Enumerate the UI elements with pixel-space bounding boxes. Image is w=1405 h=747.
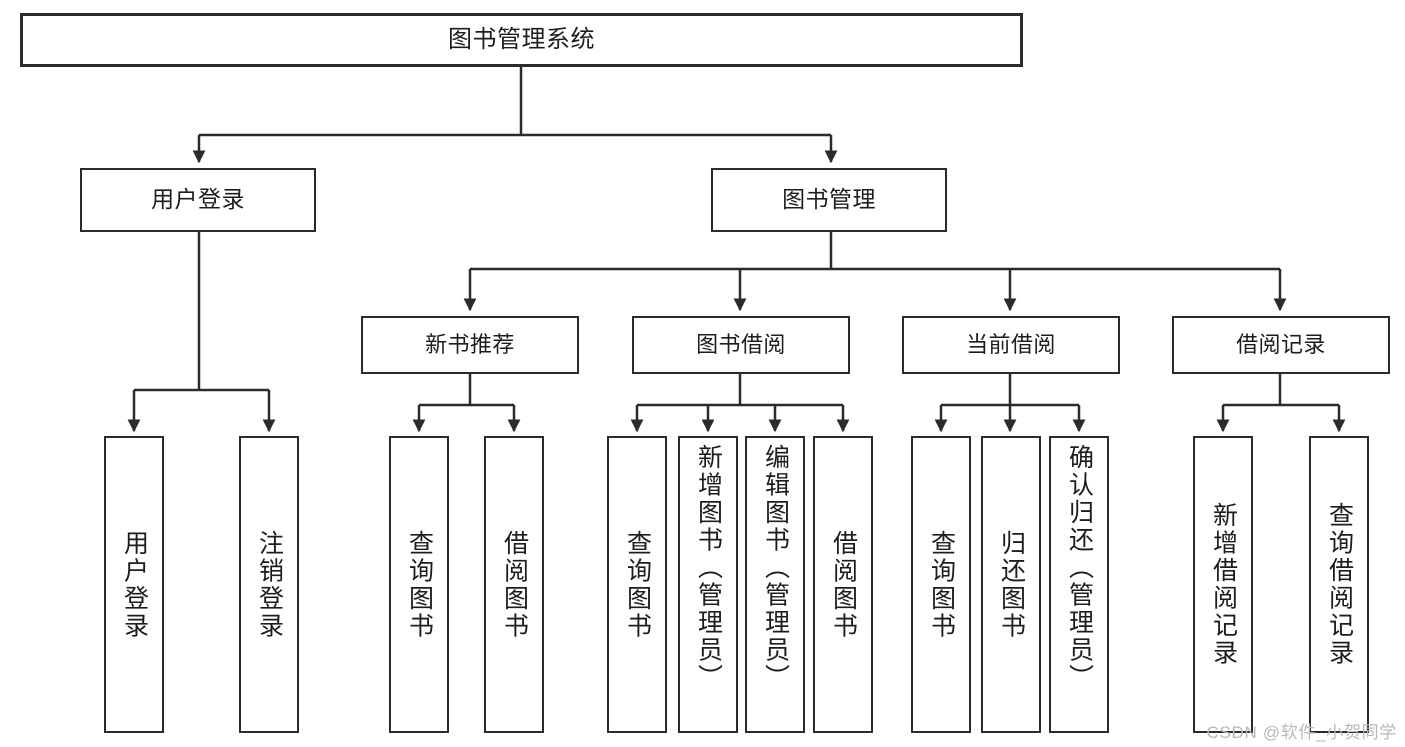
node-book-management[interactable]: 图书管理 bbox=[711, 168, 947, 232]
node-label: 图书借阅 bbox=[696, 332, 786, 358]
node-label: 借阅图书 bbox=[829, 529, 858, 640]
node-label: 注销登录 bbox=[255, 529, 284, 640]
node-book-borrow[interactable]: 图书借阅 bbox=[632, 316, 850, 374]
leaf-current-confirm-return-admin[interactable]: 确认归还（管理员） bbox=[1049, 436, 1109, 733]
node-label: 借阅记录 bbox=[1236, 332, 1326, 358]
node-label: 新增图书（管理员） bbox=[694, 444, 723, 692]
leaf-borrow-add-book-admin[interactable]: 新增图书（管理员） bbox=[678, 436, 738, 733]
node-current-borrow[interactable]: 当前借阅 bbox=[902, 316, 1120, 374]
node-new-book-recommend[interactable]: 新书推荐 bbox=[361, 316, 579, 374]
leaf-current-query-book[interactable]: 查询图书 bbox=[911, 436, 971, 733]
node-user-login[interactable]: 用户登录 bbox=[80, 168, 316, 232]
leaf-user-logout[interactable]: 注销登录 bbox=[239, 436, 299, 733]
node-label: 图书管理 bbox=[782, 186, 876, 213]
leaf-borrow-query-book[interactable]: 查询图书 bbox=[607, 436, 667, 733]
node-label: 确认归还（管理员） bbox=[1065, 444, 1094, 692]
node-label: 用户登录 bbox=[120, 529, 149, 640]
node-label: 用户登录 bbox=[151, 186, 245, 213]
leaf-recommend-borrow-book[interactable]: 借阅图书 bbox=[484, 436, 544, 733]
leaf-borrow-borrow-book[interactable]: 借阅图书 bbox=[813, 436, 873, 733]
node-label: 查询借阅记录 bbox=[1325, 502, 1354, 667]
node-label: 借阅图书 bbox=[500, 529, 529, 640]
node-label: 图书管理系统 bbox=[448, 25, 595, 53]
node-label: 查询图书 bbox=[623, 529, 652, 640]
leaf-current-return-book[interactable]: 归还图书 bbox=[981, 436, 1041, 733]
node-label: 当前借阅 bbox=[966, 332, 1056, 358]
leaf-user-login[interactable]: 用户登录 bbox=[104, 436, 164, 733]
node-label: 查询图书 bbox=[405, 529, 434, 640]
node-label: 新书推荐 bbox=[425, 332, 515, 358]
node-label: 查询图书 bbox=[927, 529, 956, 640]
node-label: 编辑图书（管理员） bbox=[761, 444, 790, 692]
node-label: 归还图书 bbox=[997, 529, 1026, 640]
watermark-text: CSDN @软件_小贺同学 bbox=[1206, 723, 1397, 742]
node-label: 新增借阅记录 bbox=[1209, 502, 1238, 667]
leaf-record-add-borrow-record[interactable]: 新增借阅记录 bbox=[1193, 436, 1253, 733]
leaf-record-query-borrow-record[interactable]: 查询借阅记录 bbox=[1309, 436, 1369, 733]
leaf-borrow-edit-book-admin[interactable]: 编辑图书（管理员） bbox=[745, 436, 805, 733]
node-root-system[interactable]: 图书管理系统 bbox=[20, 13, 1023, 67]
node-borrow-record[interactable]: 借阅记录 bbox=[1172, 316, 1390, 374]
leaf-recommend-query-book[interactable]: 查询图书 bbox=[389, 436, 449, 733]
